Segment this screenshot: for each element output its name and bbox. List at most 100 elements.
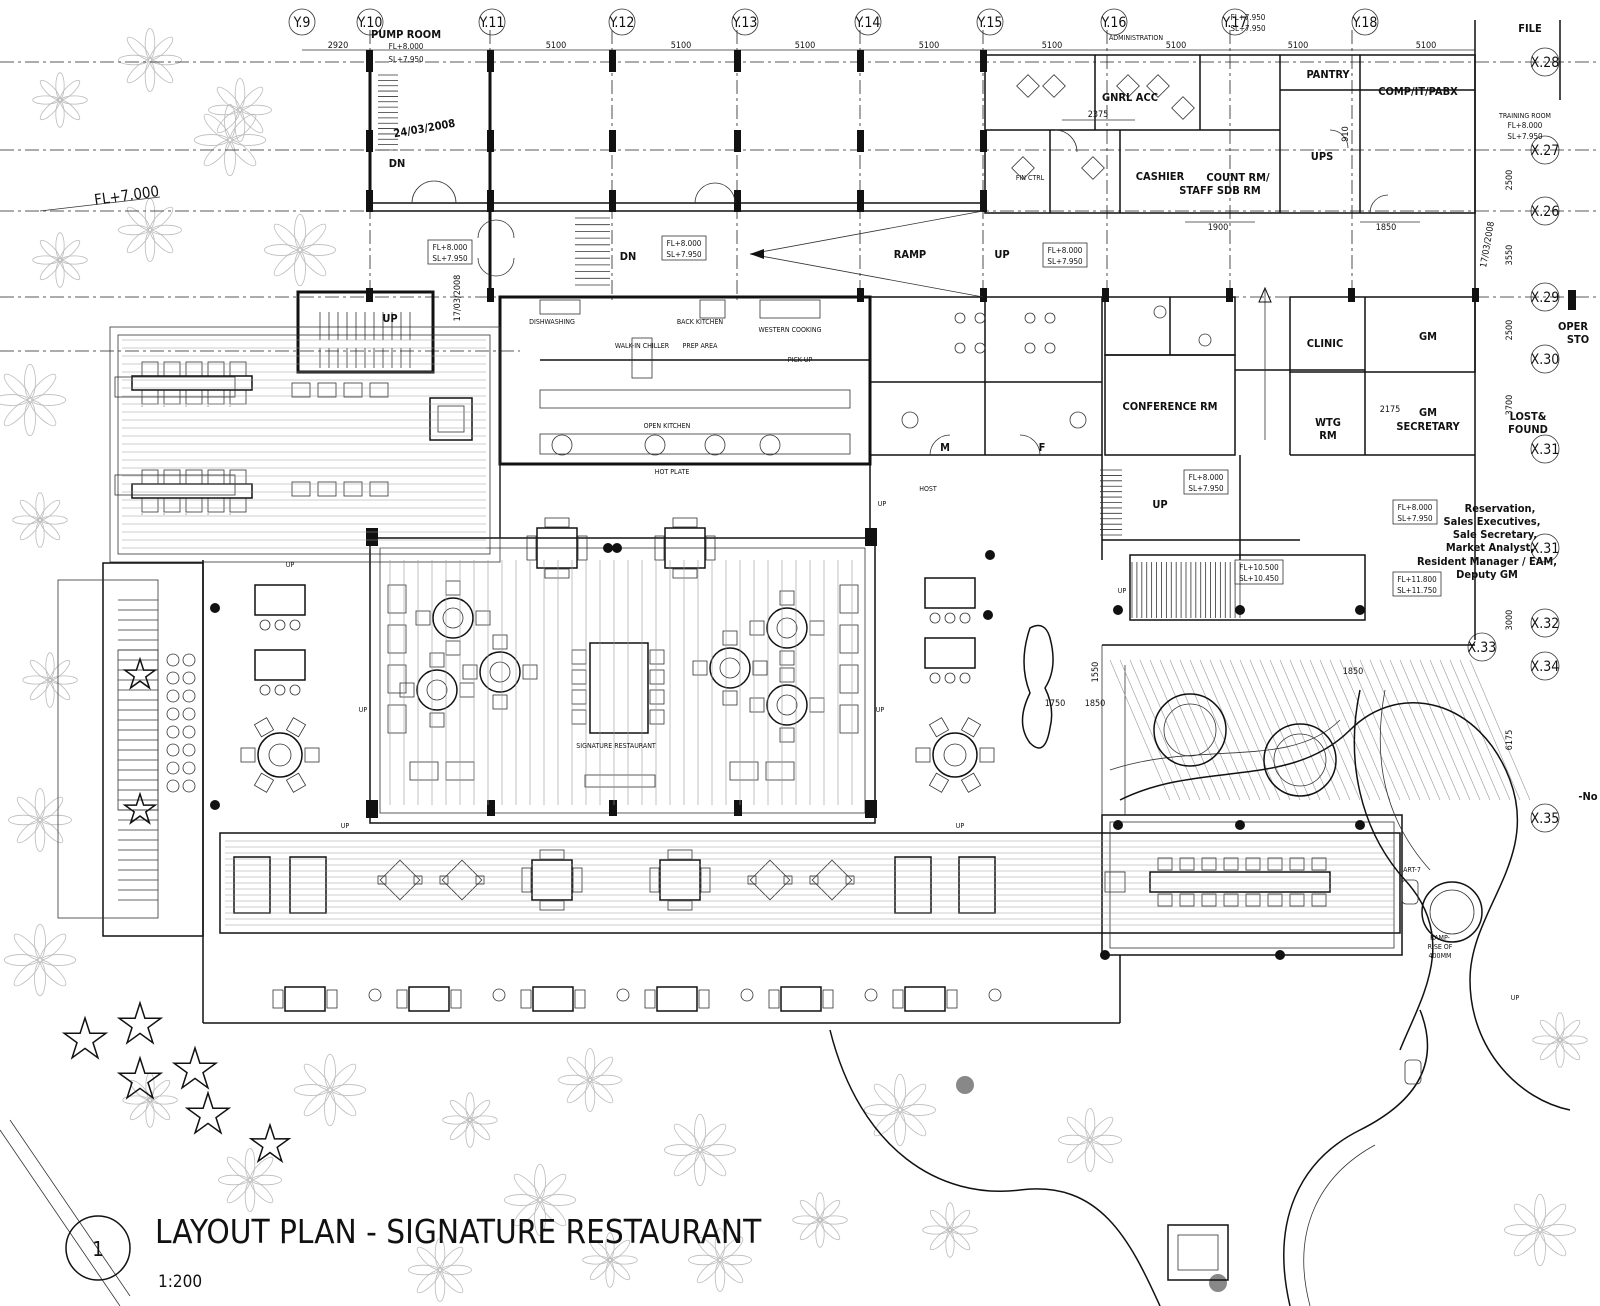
chair bbox=[1157, 857, 1173, 871]
bar-stool bbox=[182, 779, 196, 793]
bar-stool bbox=[182, 761, 196, 775]
kitchen-equipment bbox=[699, 299, 726, 319]
chair bbox=[892, 989, 904, 1009]
chair bbox=[1311, 857, 1327, 871]
chair bbox=[839, 704, 859, 734]
svg-text:FL+7.950: FL+7.950 bbox=[1231, 13, 1266, 22]
chair bbox=[343, 481, 363, 497]
svg-text:X.31: X.31 bbox=[1531, 442, 1560, 458]
flower-motif bbox=[863, 1073, 937, 1147]
chair bbox=[698, 989, 710, 1009]
drawing-number-bubble bbox=[65, 1215, 131, 1281]
direction-labels: DN DN UP UP UP UP UP UP UP UP UP UP UP bbox=[286, 157, 1520, 1002]
small-dimensions: 2375 1900 1850 2175 3550 2500 3700 2500 … bbox=[1045, 110, 1515, 750]
chair bbox=[672, 568, 698, 579]
svg-text:SL+7.950: SL+7.950 bbox=[1507, 132, 1543, 141]
level-tag-corridor-2: FL+8.000 SL+7.950 bbox=[661, 235, 707, 261]
light-fixture bbox=[1355, 605, 1365, 615]
svg-text:X.29: X.29 bbox=[1531, 290, 1560, 306]
stool bbox=[959, 672, 971, 684]
svg-text:Y.10: Y.10 bbox=[357, 15, 383, 31]
landscape-hatch bbox=[1309, 659, 1371, 801]
light-fixture bbox=[1113, 605, 1123, 615]
bar-stool bbox=[166, 653, 180, 667]
table bbox=[536, 527, 578, 569]
chair bbox=[526, 535, 537, 561]
flower-motif bbox=[0, 363, 67, 437]
svg-text:FL+8.000: FL+8.000 bbox=[389, 42, 424, 51]
stool bbox=[929, 672, 941, 684]
bar-stool bbox=[182, 707, 196, 721]
chair bbox=[387, 664, 407, 694]
svg-text:5100: 5100 bbox=[1416, 41, 1437, 51]
bar-stool bbox=[182, 653, 196, 667]
light-fixture bbox=[985, 550, 995, 560]
stool bbox=[259, 684, 271, 696]
kitchen-equipment bbox=[759, 299, 821, 319]
level-tag-east-1: FL+8.000 SL+7.950 bbox=[1392, 499, 1438, 525]
landscape-hatch bbox=[1399, 659, 1461, 801]
svg-text:5100: 5100 bbox=[546, 41, 567, 51]
palm-star bbox=[184, 1090, 232, 1135]
label-up-landscape: UP bbox=[1511, 994, 1520, 1002]
label-wtg-rm-line2: RM bbox=[1319, 429, 1336, 442]
level-tag-admin: FL+7.950 SL+7.950 bbox=[1230, 13, 1266, 33]
svg-text:6175: 6175 bbox=[1505, 730, 1515, 751]
bar-stool bbox=[166, 671, 180, 685]
chair bbox=[387, 624, 407, 654]
svg-text:Y.14: Y.14 bbox=[855, 15, 881, 31]
chair bbox=[839, 584, 859, 614]
small-table bbox=[811, 859, 853, 901]
svg-text:SL+7.950: SL+7.950 bbox=[1397, 514, 1433, 523]
svg-text:X.28: X.28 bbox=[1531, 55, 1560, 71]
label-up-east-dining: UP bbox=[876, 706, 885, 714]
level-tag-stair: FL+10.500 SL+10.450 bbox=[1234, 559, 1284, 585]
grid-bubble-x26: X.26 bbox=[1530, 196, 1560, 226]
table bbox=[284, 986, 326, 1012]
round-table-set bbox=[692, 630, 768, 706]
basin bbox=[901, 411, 919, 429]
grid-bubble-y13: Y.13 bbox=[732, 8, 759, 36]
light-fixture bbox=[1275, 950, 1285, 960]
bar-stool bbox=[166, 707, 180, 721]
chair bbox=[326, 989, 338, 1009]
bar-stool bbox=[182, 725, 196, 739]
planter-inner bbox=[437, 405, 465, 433]
svg-text:1750: 1750 bbox=[1045, 699, 1066, 709]
drawing-title: LAYOUT PLAN - SIGNATURE RESTAURANT bbox=[155, 1212, 762, 1251]
chair bbox=[387, 704, 407, 734]
label-hot-plate: HOT PLATE bbox=[655, 468, 690, 476]
svg-text:X.34: X.34 bbox=[1531, 659, 1560, 675]
chair bbox=[654, 535, 665, 561]
chair bbox=[577, 535, 588, 561]
landscape-hatch bbox=[1419, 659, 1481, 801]
flower-motif bbox=[8, 788, 72, 852]
side-note-line-5: Resident Manager / EAM, bbox=[1417, 555, 1557, 568]
chair bbox=[705, 535, 716, 561]
kitchen-labels: BACK KITCHEN WALK-IN CHILLER OPEN KITCHE… bbox=[529, 318, 822, 476]
svg-text:2920: 2920 bbox=[328, 41, 349, 51]
label-count-rm: COUNT RM/ bbox=[1206, 171, 1270, 184]
label-wtg-rm-line1: WTG bbox=[1315, 416, 1341, 429]
grid-bubble-y14: Y.14 bbox=[855, 8, 882, 36]
svg-text:SL+7.950: SL+7.950 bbox=[1188, 484, 1224, 493]
chair bbox=[572, 867, 583, 893]
label-oper-line1: OPER bbox=[1558, 320, 1588, 333]
round-table-set bbox=[915, 717, 995, 793]
flower-motif bbox=[118, 198, 182, 262]
stool bbox=[259, 619, 271, 631]
chair bbox=[649, 867, 660, 893]
grid-bubble-x35: X.35 bbox=[1530, 803, 1560, 833]
svg-text:X.33: X.33 bbox=[1468, 640, 1497, 656]
chair bbox=[409, 761, 439, 781]
label-up-east: UP bbox=[1152, 498, 1167, 511]
landscape-flower-pattern bbox=[0, 28, 1588, 1302]
palm-star bbox=[248, 1122, 292, 1164]
palm-star bbox=[122, 656, 158, 690]
svg-text:Y.16: Y.16 bbox=[1101, 15, 1127, 31]
chair bbox=[317, 481, 337, 497]
light-fixture bbox=[603, 543, 613, 553]
stool bbox=[274, 684, 286, 696]
label-pantry: PANTRY bbox=[1306, 68, 1350, 81]
svg-text:X.27: X.27 bbox=[1531, 143, 1560, 159]
